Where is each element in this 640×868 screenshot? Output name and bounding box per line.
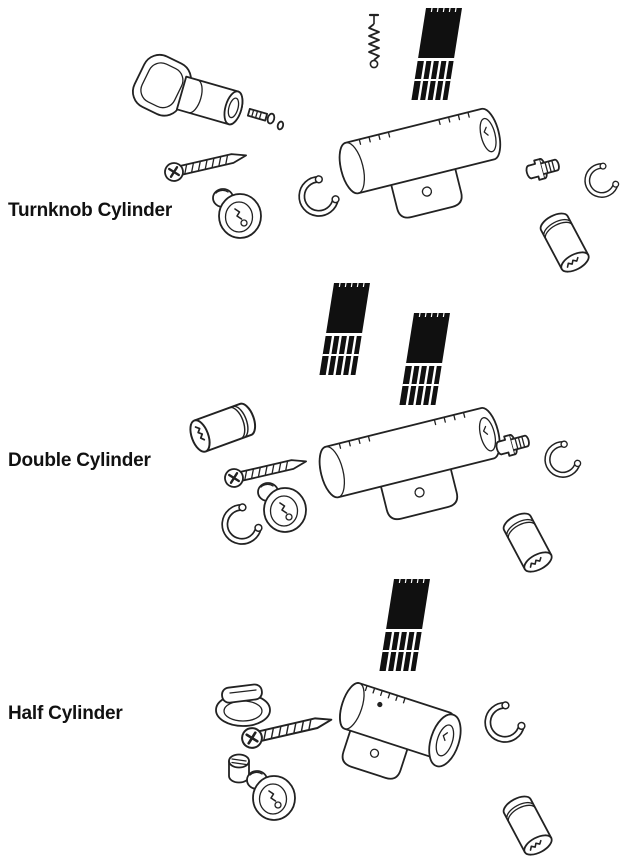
tailpiece-adapter-icon xyxy=(523,153,563,184)
mounting-screw-icon xyxy=(162,145,250,184)
thumbturn-knob-icon xyxy=(215,683,271,727)
key-plug-right-icon xyxy=(499,508,556,577)
pin-tumbler-stack-icon xyxy=(318,281,372,377)
cam-disc-icon xyxy=(246,770,296,821)
pin-tumbler-stack-icon xyxy=(410,6,464,102)
retaining-clip-small-icon xyxy=(582,162,620,201)
section-label-half-cylinder: Half Cylinder xyxy=(8,703,123,724)
tailpiece-adapter-icon xyxy=(493,429,533,460)
key-plug-icon xyxy=(536,208,593,277)
retaining-clip-icon xyxy=(481,700,527,746)
cam-disc-icon xyxy=(257,482,307,533)
section-label-turnknob-cylinder: Turnknob Cylinder xyxy=(8,200,173,221)
turnknob-assembly-icon xyxy=(132,53,285,131)
pin-tumbler-stack-icon xyxy=(398,311,452,407)
cylinder-body-icon xyxy=(338,107,502,219)
double-cylinder-diagram xyxy=(185,281,583,577)
cylinder-body-icon xyxy=(339,682,462,780)
section-label-double-cylinder: Double Cylinder xyxy=(8,450,151,471)
cylinder-body-icon xyxy=(318,407,501,521)
key-plug-left-icon xyxy=(185,400,260,456)
key-plug-icon xyxy=(499,791,556,860)
spring-icon xyxy=(367,13,381,69)
cam-icon xyxy=(228,753,250,784)
half-cylinder-diagram xyxy=(215,577,556,860)
turnknob-cylinder-diagram xyxy=(132,6,620,277)
pin-tumbler-stack-icon xyxy=(378,577,432,673)
retaining-clip-left-icon xyxy=(218,502,264,548)
retaining-clip-right-icon xyxy=(541,440,582,481)
retaining-clip-icon xyxy=(295,174,341,220)
cam-disc-icon xyxy=(212,188,262,239)
